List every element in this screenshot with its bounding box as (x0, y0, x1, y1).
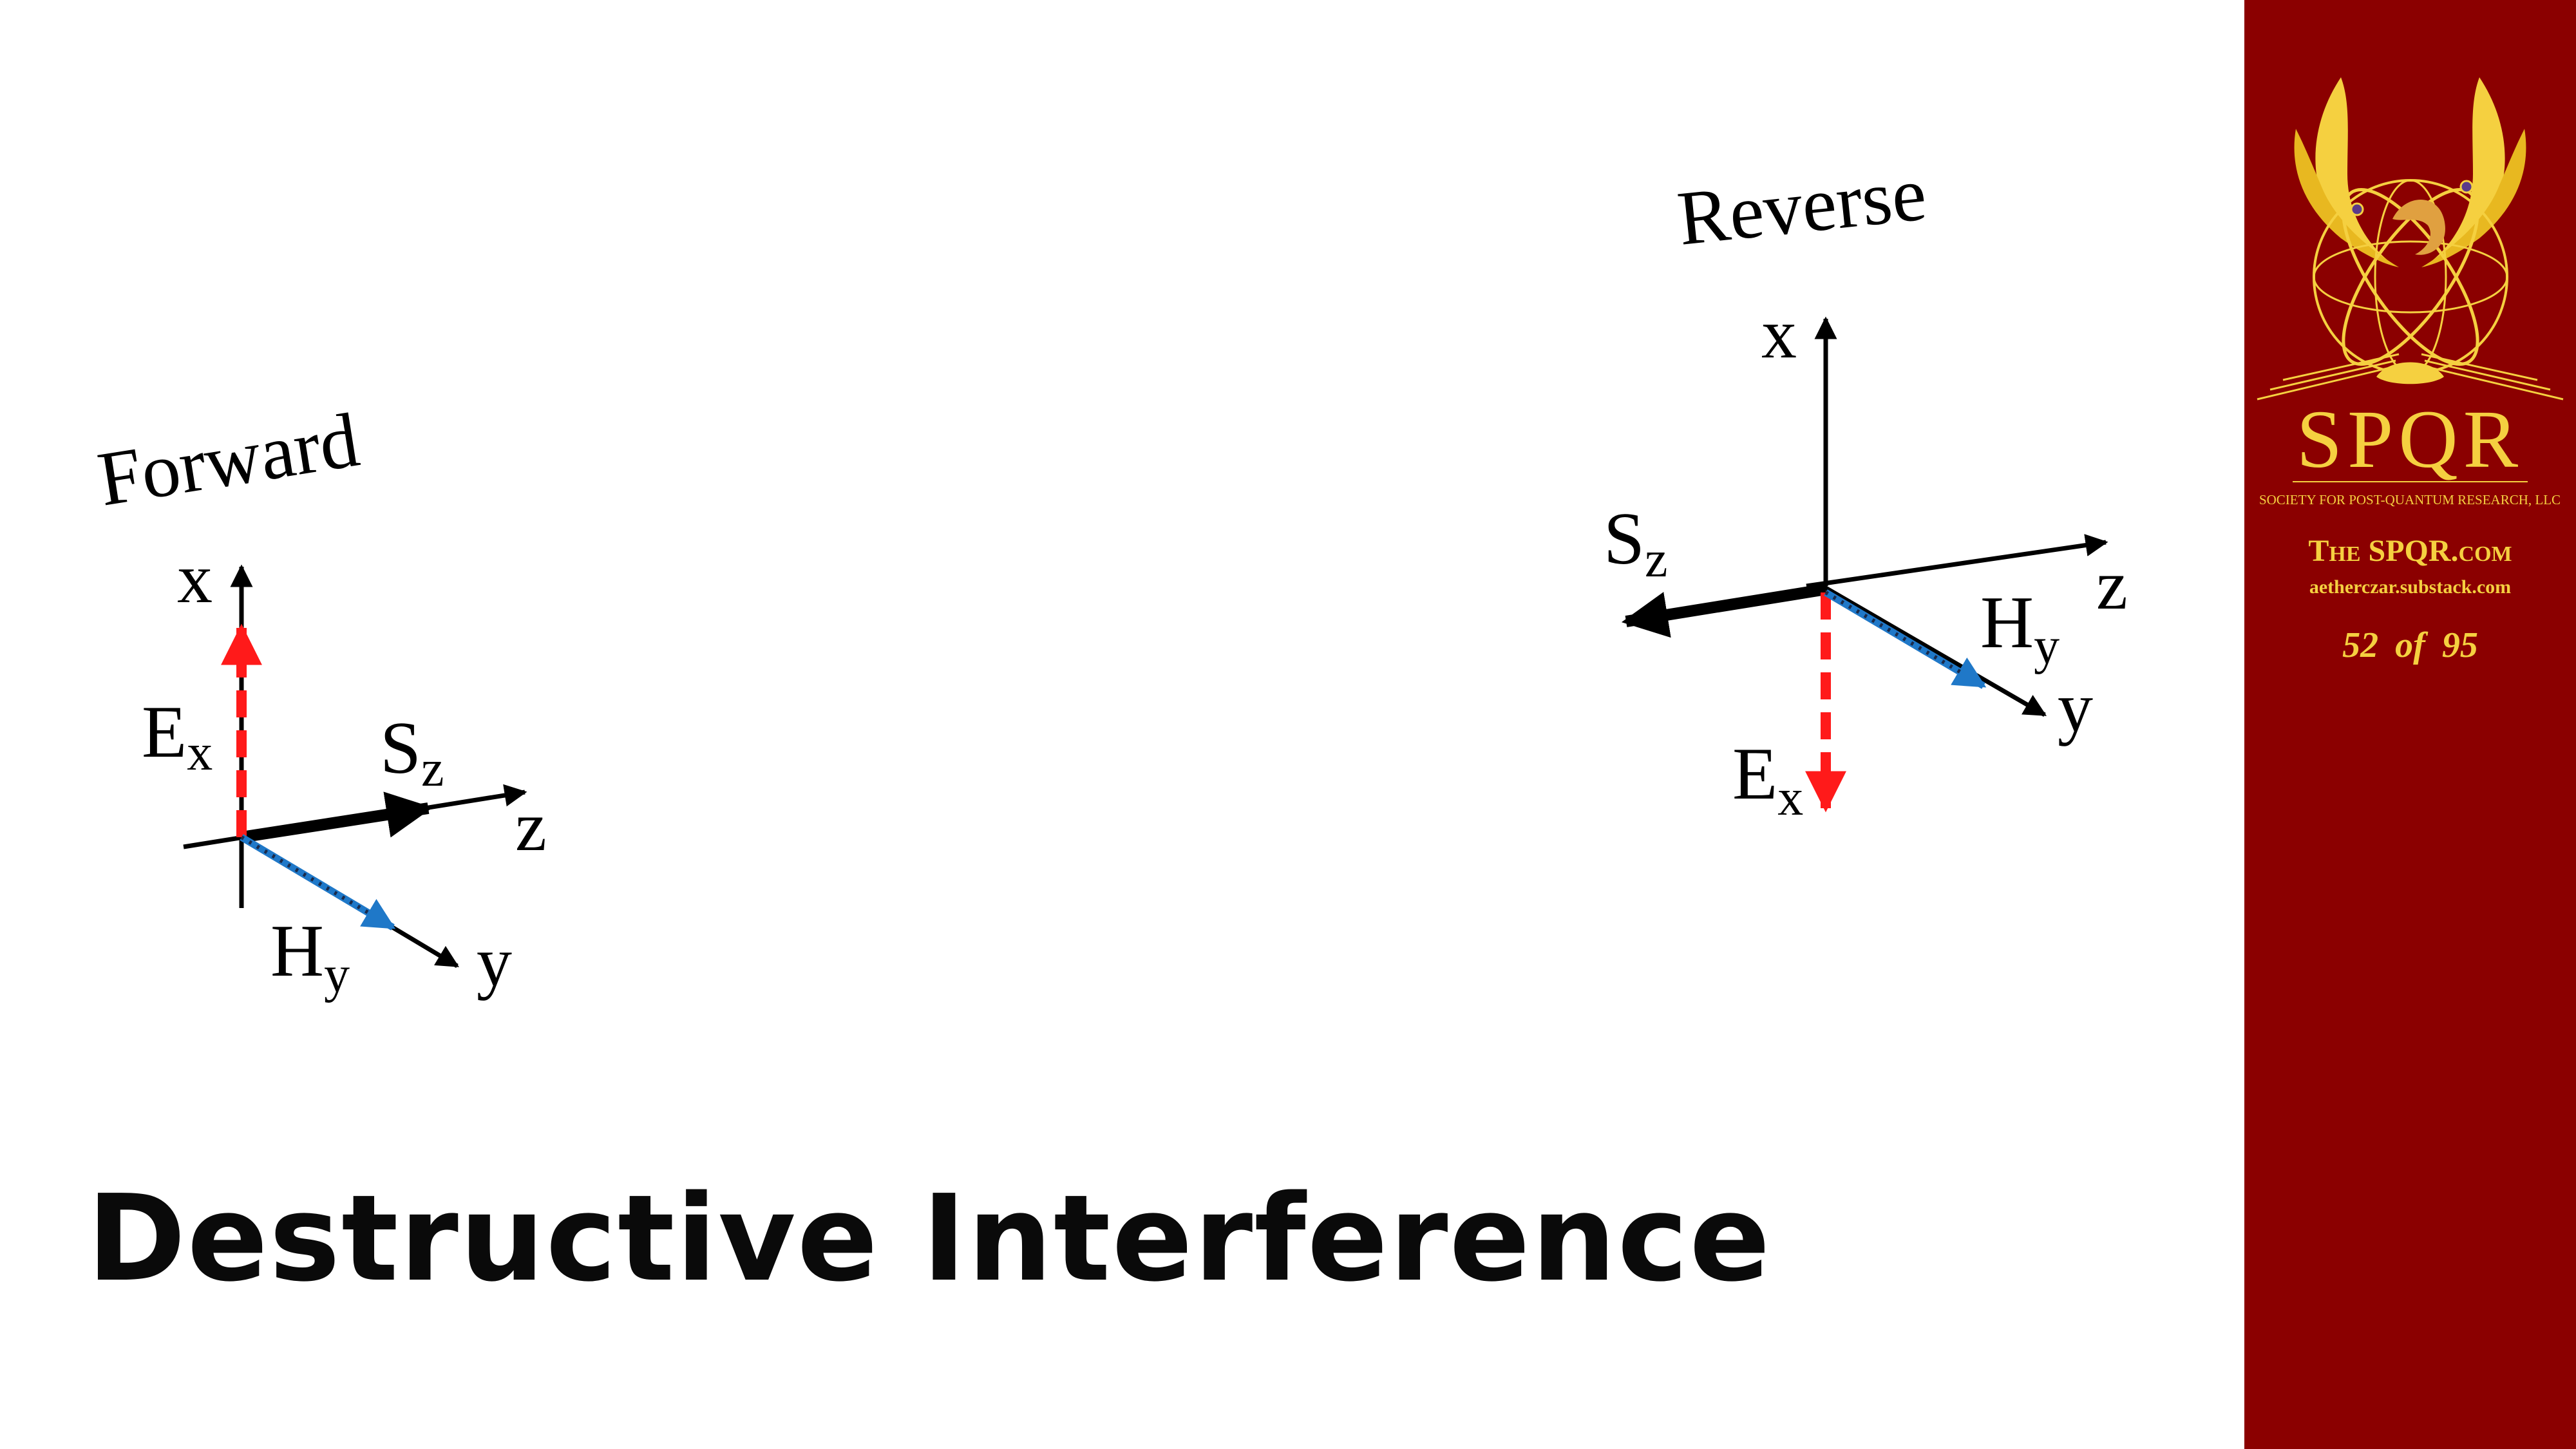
forward-x-label: x (177, 539, 213, 618)
page-current: 52 (2342, 625, 2379, 665)
reverse-diagram: Reverse x z y Sz Hy Ex (1604, 150, 2128, 826)
reverse-s-label: Sz (1604, 498, 1667, 588)
forward-e-label: Ex (142, 691, 213, 781)
reverse-heading: Reverse (1674, 150, 1930, 261)
substack-url: aetherczar.substack.com (2309, 576, 2512, 598)
slide-title: Destructive Interference (87, 1169, 1772, 1308)
forward-heading: Forward (92, 397, 364, 522)
reverse-h-subscript: y (2034, 618, 2060, 675)
logo-subtitle: SOCIETY FOR POST-QUANTUM RESEARCH, LLC (2259, 492, 2561, 507)
forward-h-letter: H (270, 910, 324, 992)
reverse-s-subscript: z (1645, 531, 1668, 588)
forward-y-label: y (477, 922, 512, 1001)
forward-h-subscript: y (324, 947, 350, 1003)
reverse-z-axis (1806, 534, 2108, 589)
forward-diagram: Forward x z y Ex Sz Hy (92, 397, 547, 1003)
reverse-e-label: Ex (1732, 733, 1803, 826)
reverse-h-label: Hy (1980, 582, 2060, 675)
logo-wordmark: SPQR (2297, 393, 2523, 485)
reverse-h-letter: H (1980, 582, 2034, 663)
brand-sidebar: SPQR SOCIETY FOR POST-QUANTUM RESEARCH, … (2244, 0, 2576, 1449)
site-name: The SPQR.com (2308, 534, 2512, 568)
reverse-s-vector (1621, 583, 1827, 638)
forward-z-label: z (515, 787, 547, 866)
slide: Forward x z y Ex Sz Hy Reverse (87, 150, 2128, 1308)
forward-s-letter: S (380, 707, 421, 789)
reverse-x-label: x (1761, 294, 1797, 373)
reverse-e-letter: E (1732, 733, 1777, 815)
forward-h-label: Hy (270, 910, 350, 1003)
reverse-e-subscript: x (1777, 770, 1803, 826)
forward-e-letter: E (142, 691, 187, 773)
forward-s-vector (240, 791, 433, 843)
forward-e-subscript: x (187, 724, 213, 781)
reverse-z-label: z (2096, 545, 2128, 624)
reverse-y-label: y (2058, 668, 2093, 746)
reverse-y-axis (1821, 583, 2047, 717)
page-of: of (2395, 625, 2425, 665)
logo-emblem-icon (2257, 77, 2564, 401)
forward-s-label: Sz (380, 707, 444, 797)
reverse-s-letter: S (1604, 498, 1645, 580)
page-counter: 52 of 95 (2244, 625, 2576, 666)
forward-s-subscript: z (421, 741, 444, 797)
spqr-logo: SPQR SOCIETY FOR POST-QUANTUM RESEARCH, … (2257, 77, 2564, 507)
em-wave-diagram: Forward x z y Ex Sz Hy Reverse (92, 150, 2128, 1003)
page-total: 95 (2441, 625, 2478, 665)
